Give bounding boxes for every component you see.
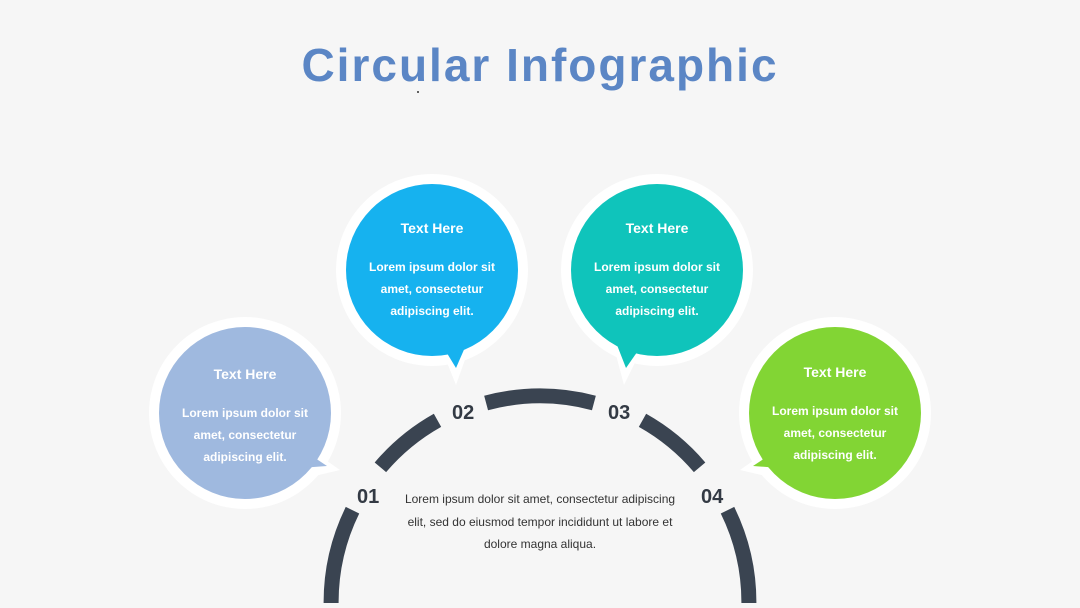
arc-segment-left-upper: [374, 413, 442, 473]
step-number-2: 02: [452, 402, 475, 424]
bubble-2-body: Lorem ipsum dolor sit amet, consectetur …: [368, 260, 495, 318]
bubble-4-circle: [749, 327, 921, 499]
bubble-3-heading: Text Here: [625, 220, 689, 236]
bubble-2: [336, 174, 528, 385]
bubble-1-circle: [159, 327, 331, 499]
bubble-3: [561, 174, 753, 385]
step-number-3: 03: [608, 402, 631, 424]
arc: [323, 388, 757, 604]
arc-segment-right-upper: [638, 413, 706, 473]
center-description: Lorem ipsum dolor sit amet, consectetur …: [404, 492, 676, 551]
bubble-1-text: Text Here Lorem ipsum dolor sit amet, co…: [175, 366, 315, 468]
bubble-4-heading: Text Here: [803, 364, 867, 380]
bubble-1-body: Lorem ipsum dolor sit amet, consectetur …: [181, 406, 308, 464]
step-number-1: 01: [357, 486, 380, 508]
arc-segment-left-lower: [323, 506, 360, 604]
bubble-3-body: Lorem ipsum dolor sit amet, consectetur …: [593, 260, 720, 318]
bubble-4-body: Lorem ipsum dolor sit amet, consectetur …: [771, 404, 898, 462]
bubble-2-pointer: [442, 345, 466, 368]
step-number-4: 04: [701, 486, 724, 508]
bubble-4-text: Text Here Lorem ipsum dolor sit amet, co…: [765, 364, 905, 466]
bubble-1-pointer: [300, 448, 327, 468]
bubble-2-heading: Text Here: [400, 220, 464, 236]
bubble-2-text: Text Here Lorem ipsum dolor sit amet, co…: [362, 220, 502, 322]
bubble-3-pointer: [617, 345, 642, 368]
arc-segment-top: [484, 388, 596, 411]
bubble-3-circle: [571, 184, 743, 356]
bubble-4: [739, 317, 931, 509]
bubble-1-heading: Text Here: [213, 366, 277, 382]
bubble-4-pointer: [753, 448, 780, 468]
arc-segment-right-lower: [720, 506, 757, 604]
page-title: Circular Infographic: [301, 39, 779, 91]
bubble-2-circle: [346, 184, 518, 356]
decorative-dot: [417, 91, 419, 93]
bubble-3-text: Text Here Lorem ipsum dolor sit amet, co…: [587, 220, 727, 322]
bubble-1: [149, 317, 341, 509]
